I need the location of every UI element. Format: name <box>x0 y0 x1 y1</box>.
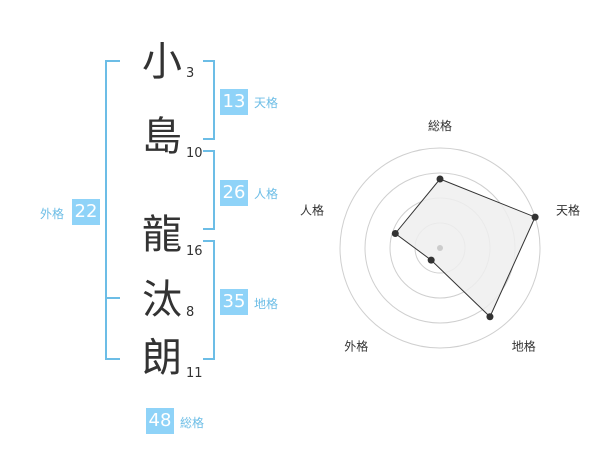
jinkaku-score: 26 <box>220 180 248 206</box>
stroke-count-3: 16 <box>186 244 203 259</box>
name-char-4: 汰 <box>142 277 182 323</box>
stroke-count-2: 10 <box>186 146 203 161</box>
radar-center <box>437 245 443 251</box>
tenkaku-label: 天格 <box>254 96 279 110</box>
stroke-count-5: 11 <box>186 366 203 381</box>
chikaku-score: 35 <box>220 289 248 315</box>
chikaku-bracket <box>203 240 215 360</box>
name-char-3: 龍 <box>142 212 182 258</box>
radar-point <box>427 256 435 264</box>
name-char-1: 小 <box>142 39 182 85</box>
tenkaku-score: 13 <box>220 89 248 115</box>
radar-axis-label: 総格 <box>428 118 452 133</box>
gaikaku-label: 外格 <box>40 207 65 221</box>
name-char-2: 島 <box>142 114 182 160</box>
fortune-brackets <box>105 60 215 360</box>
radar-point <box>531 213 539 221</box>
radar-axis-label: 地格 <box>512 339 536 354</box>
soukaku-score: 48 <box>146 408 174 434</box>
radar-axis-label: 外格 <box>344 339 368 354</box>
name-char-5: 朗 <box>142 335 182 381</box>
jinkaku-label: 人格 <box>254 187 279 201</box>
radar-axis-label: 人格 <box>300 202 324 217</box>
stroke-count-4: 8 <box>186 305 195 320</box>
radar-ring <box>339 147 541 349</box>
radar-axis-label: 天格 <box>556 202 580 217</box>
jinkaku-bracket <box>203 150 215 230</box>
radar-point <box>391 229 399 237</box>
soukaku-label: 総格 <box>180 416 205 430</box>
radar-points <box>391 175 539 321</box>
gaikaku-score: 22 <box>72 199 100 225</box>
radar-shape <box>394 178 536 318</box>
radar-point <box>486 313 494 321</box>
radar-point <box>436 175 444 183</box>
tenkaku-bracket <box>203 60 215 140</box>
stroke-count-1: 3 <box>186 66 195 81</box>
chikaku-label: 地格 <box>254 297 279 311</box>
gaikaku-bracket <box>105 60 120 360</box>
